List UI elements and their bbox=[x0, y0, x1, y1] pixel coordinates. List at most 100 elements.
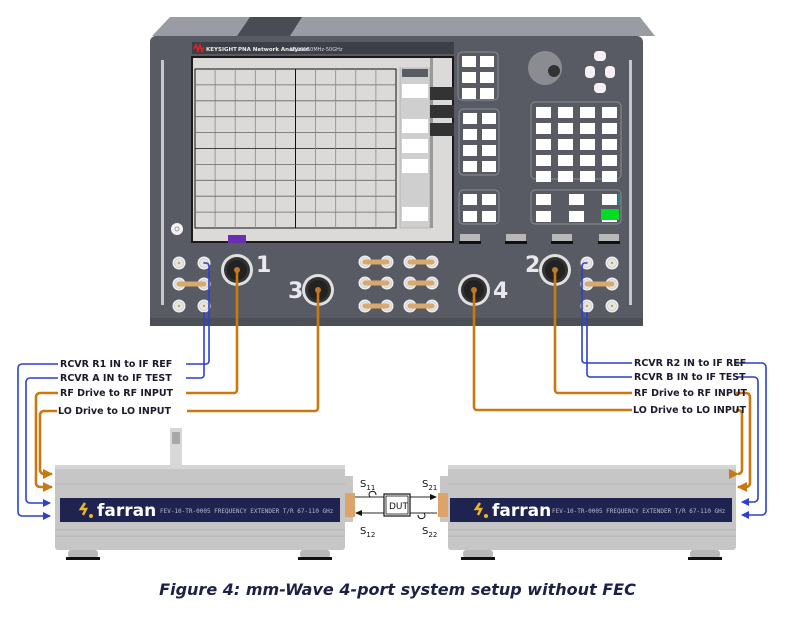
knob-grip bbox=[548, 65, 560, 77]
key[interactable] bbox=[482, 129, 496, 140]
key[interactable] bbox=[580, 123, 595, 134]
label-rcvr-r2: RCVR R2 IN to IF REF bbox=[634, 358, 746, 369]
label-rcvr-b: RCVR B IN to IF TEST bbox=[634, 372, 746, 383]
key[interactable] bbox=[536, 155, 551, 166]
key[interactable] bbox=[558, 171, 573, 182]
port-3[interactable]: 3 bbox=[288, 274, 334, 306]
instrument-model: N5265B bbox=[290, 47, 310, 53]
arrow-up-key[interactable] bbox=[594, 51, 606, 61]
key[interactable] bbox=[480, 56, 494, 67]
waveguide-flange bbox=[438, 493, 448, 517]
extender-model: FEV-10-TR-0005 FREQUENCY EXTENDER T/R 67… bbox=[160, 508, 334, 515]
key[interactable] bbox=[462, 72, 476, 83]
instrument-title: PNA Network Analyzer bbox=[238, 47, 308, 53]
arrow-down-key[interactable] bbox=[594, 83, 606, 93]
farran-logo-icon bbox=[78, 502, 93, 518]
dut-box bbox=[383, 493, 411, 517]
status-indicator bbox=[601, 209, 619, 220]
extender-model: FEV-10-TR-0005 FREQUENCY EXTENDER T/R 67… bbox=[552, 508, 726, 515]
key[interactable] bbox=[463, 211, 477, 222]
arrow-right-icon bbox=[430, 494, 437, 500]
arrow-right-key[interactable] bbox=[605, 66, 615, 78]
screen-grid bbox=[194, 68, 397, 229]
key[interactable] bbox=[482, 113, 496, 124]
cable-rf-drive bbox=[34, 270, 239, 492]
key[interactable] bbox=[580, 171, 595, 182]
cable-lo-drive bbox=[38, 290, 320, 479]
cable-rf-drive bbox=[553, 270, 752, 492]
key[interactable] bbox=[482, 145, 496, 156]
key[interactable] bbox=[463, 145, 477, 156]
key[interactable] bbox=[602, 155, 617, 166]
s12-label: S12 bbox=[360, 526, 375, 539]
s11-label: S11 bbox=[360, 479, 375, 492]
keysight-logo: KEYSIGHT bbox=[193, 42, 237, 54]
key[interactable] bbox=[602, 107, 617, 118]
key[interactable] bbox=[462, 88, 476, 99]
screen-marker bbox=[228, 235, 246, 243]
extender-label-plate bbox=[450, 498, 732, 522]
key[interactable] bbox=[602, 171, 617, 182]
key[interactable] bbox=[580, 155, 595, 166]
key[interactable] bbox=[558, 139, 573, 150]
front-panel-keys bbox=[457, 51, 622, 225]
instrument-brand: KEYSIGHT bbox=[206, 47, 237, 53]
key[interactable] bbox=[482, 194, 496, 205]
extender-brand: farran bbox=[492, 501, 551, 521]
arrow-keys[interactable] bbox=[585, 51, 615, 93]
key[interactable] bbox=[536, 194, 551, 205]
analyzer-screen bbox=[191, 56, 454, 243]
cable-lo-drive bbox=[472, 290, 748, 479]
arrow-left-icon bbox=[355, 510, 362, 516]
key[interactable] bbox=[602, 123, 617, 134]
status-bar bbox=[618, 194, 620, 205]
extender-brand: farran bbox=[97, 501, 156, 521]
key[interactable] bbox=[569, 194, 584, 205]
key[interactable] bbox=[569, 211, 584, 222]
key[interactable] bbox=[558, 123, 573, 134]
arrow-left-key[interactable] bbox=[585, 66, 595, 78]
instrument-range: 10MHz-50GHz bbox=[307, 47, 343, 53]
network-analyzer: KEYSIGHT PNA Network Analyzer N5265B 10M… bbox=[150, 17, 655, 326]
key[interactable] bbox=[602, 194, 617, 205]
key[interactable] bbox=[463, 194, 477, 205]
key[interactable] bbox=[536, 171, 551, 182]
farran-logo-icon bbox=[473, 502, 488, 518]
sma-connectors bbox=[172, 255, 619, 313]
port-3-label: 3 bbox=[288, 279, 303, 304]
key[interactable] bbox=[558, 155, 573, 166]
s22-label: S22 bbox=[422, 526, 437, 539]
extender-left: farran FEV-10-TR-0005 FREQUENCY EXTENDER… bbox=[55, 428, 355, 560]
key[interactable] bbox=[462, 56, 476, 67]
label-lo-drive-left: LO Drive to LO INPUT bbox=[58, 406, 172, 417]
port-1-label: 1 bbox=[256, 253, 271, 278]
key[interactable] bbox=[480, 88, 494, 99]
connection-labels-left: RCVR R1 IN to IF REF RCVR A IN to IF TES… bbox=[57, 358, 187, 417]
bottom-keys bbox=[459, 234, 620, 244]
key[interactable] bbox=[482, 161, 496, 172]
key[interactable] bbox=[463, 129, 477, 140]
cable-rcvr-a bbox=[25, 312, 205, 507]
key[interactable] bbox=[536, 107, 551, 118]
port-4[interactable]: 4 bbox=[458, 274, 508, 306]
key[interactable] bbox=[580, 107, 595, 118]
key[interactable] bbox=[536, 123, 551, 134]
key[interactable] bbox=[602, 139, 617, 150]
key[interactable] bbox=[480, 72, 494, 83]
power-icon bbox=[174, 226, 180, 232]
power-button[interactable] bbox=[171, 223, 183, 235]
key[interactable] bbox=[482, 211, 496, 222]
label-rf-drive-left: RF Drive to RF INPUT bbox=[60, 388, 174, 399]
key[interactable] bbox=[580, 139, 595, 150]
keypad-group bbox=[530, 189, 622, 225]
label-rcvr-a: RCVR A IN to IF TEST bbox=[60, 373, 172, 384]
key[interactable] bbox=[463, 113, 477, 124]
key[interactable] bbox=[558, 107, 573, 118]
reflection-s11-icon bbox=[368, 490, 377, 498]
key[interactable] bbox=[463, 161, 477, 172]
key[interactable] bbox=[536, 211, 551, 222]
waveguide-flange bbox=[345, 493, 355, 517]
s21-label: S21 bbox=[422, 479, 437, 492]
key[interactable] bbox=[536, 139, 551, 150]
